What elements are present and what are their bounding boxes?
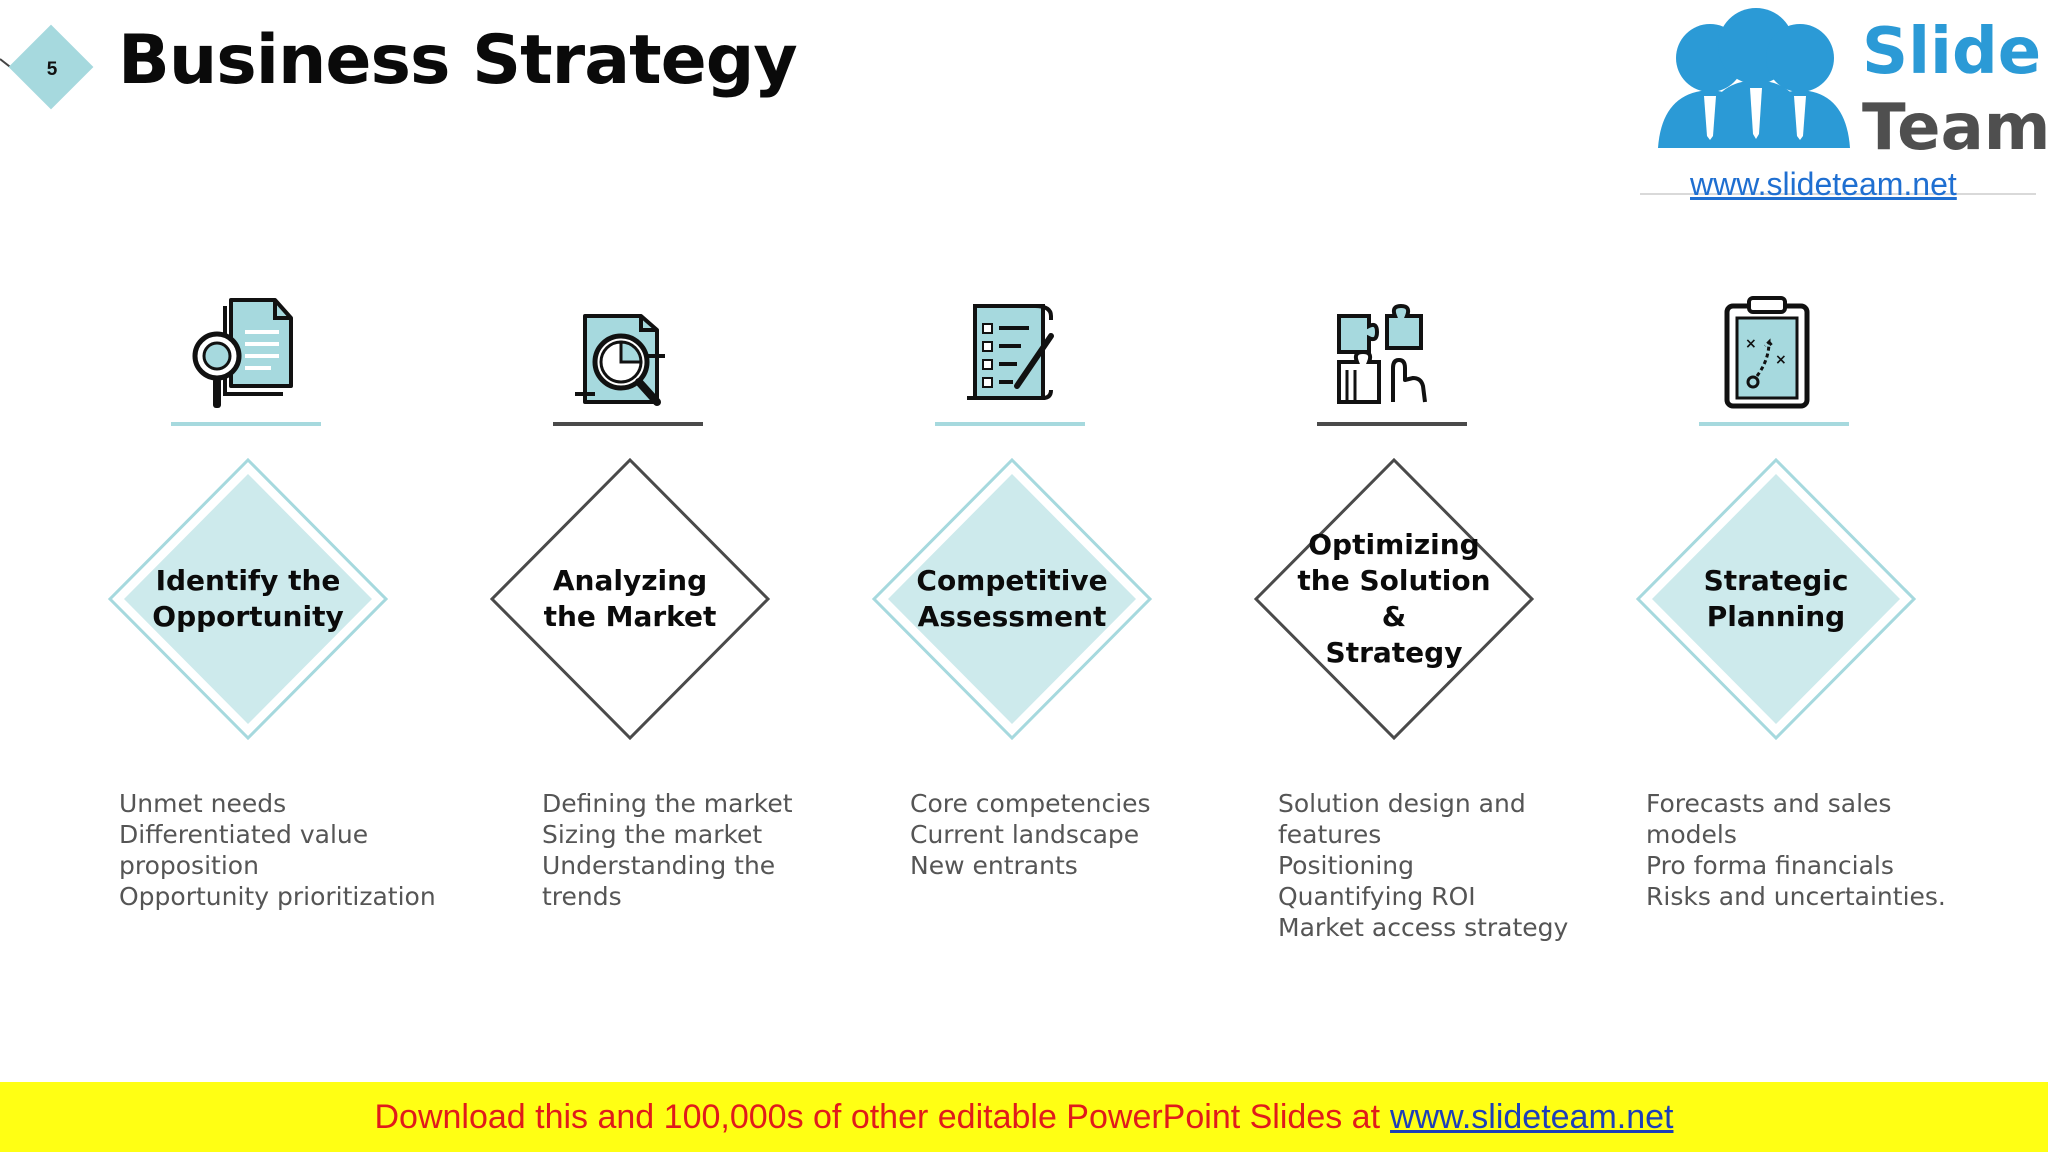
download-banner: Download this and 100,000s of other edit… [0, 1082, 2048, 1152]
logo-word-team: Team [1862, 91, 2048, 165]
slide-number: 5 [46, 59, 58, 80]
svg-text:×: × [1745, 336, 1757, 352]
detail-line: Unmet needs [119, 789, 287, 818]
detail-line: New entrants [910, 851, 1078, 880]
step-details-analyzing: Defining the market Sizing the market Un… [542, 788, 793, 912]
detail-line: Defining the market [542, 789, 793, 818]
detail-line: Quantifying ROI [1278, 882, 1476, 911]
detail-line: Differentiated value [119, 820, 369, 849]
detail-line: Positioning [1278, 851, 1414, 880]
banner-text: Download this and 100,000s of other edit… [374, 1097, 1381, 1136]
logo-underline [1640, 193, 2036, 195]
step-details-competitive: Core competencies Current landscape New … [910, 788, 1151, 881]
icon-underline [1317, 422, 1467, 426]
market-analysis-icon [565, 290, 675, 414]
detail-line: Core competencies [910, 789, 1151, 818]
icon-underline [935, 422, 1085, 426]
detail-line: Opportunity prioritization [119, 882, 436, 911]
detail-line: Solution design and [1278, 789, 1526, 818]
detail-line: trends [542, 882, 622, 911]
slide-number-marker: 5 [0, 14, 100, 110]
svg-text:×: × [1775, 352, 1787, 368]
slide-title: Business Strategy [118, 21, 798, 100]
detail-line: models [1646, 820, 1737, 849]
puzzle-pieces-icon [1329, 290, 1439, 414]
detail-line: Pro forma financials [1646, 851, 1894, 880]
detail-line: proposition [119, 851, 259, 880]
strategy-clipboard-icon: × × [1711, 290, 1821, 414]
detail-line: Sizing the market [542, 820, 763, 849]
people-logo-icon [1658, 8, 1850, 148]
detail-line: Forecasts and sales [1646, 789, 1892, 818]
detail-line: Risks and uncertainties. [1646, 882, 1946, 911]
slideteam-logo [1638, 0, 2036, 198]
banner-link[interactable]: www.slideteam.net [1390, 1097, 1674, 1136]
checklist-scroll-icon [947, 290, 1057, 414]
step-details-identify: Unmet needs Differentiated value proposi… [119, 788, 436, 912]
detail-line: features [1278, 820, 1382, 849]
step-details-optimizing: Solution design and features Positioning… [1278, 788, 1568, 943]
icon-underline [171, 422, 321, 426]
logo-url-link[interactable]: www.slideteam.net [1690, 166, 1957, 202]
detail-line: Current landscape [910, 820, 1140, 849]
logo-word-slide: Slide [1862, 15, 2042, 89]
icon-underline [1699, 422, 1849, 426]
document-magnifier-icon [183, 290, 293, 414]
icon-underline [553, 422, 703, 426]
detail-line: Market access strategy [1278, 913, 1569, 942]
detail-line: Understanding the [542, 851, 776, 880]
step-details-strategic: Forecasts and sales models Pro forma fin… [1646, 788, 1946, 912]
